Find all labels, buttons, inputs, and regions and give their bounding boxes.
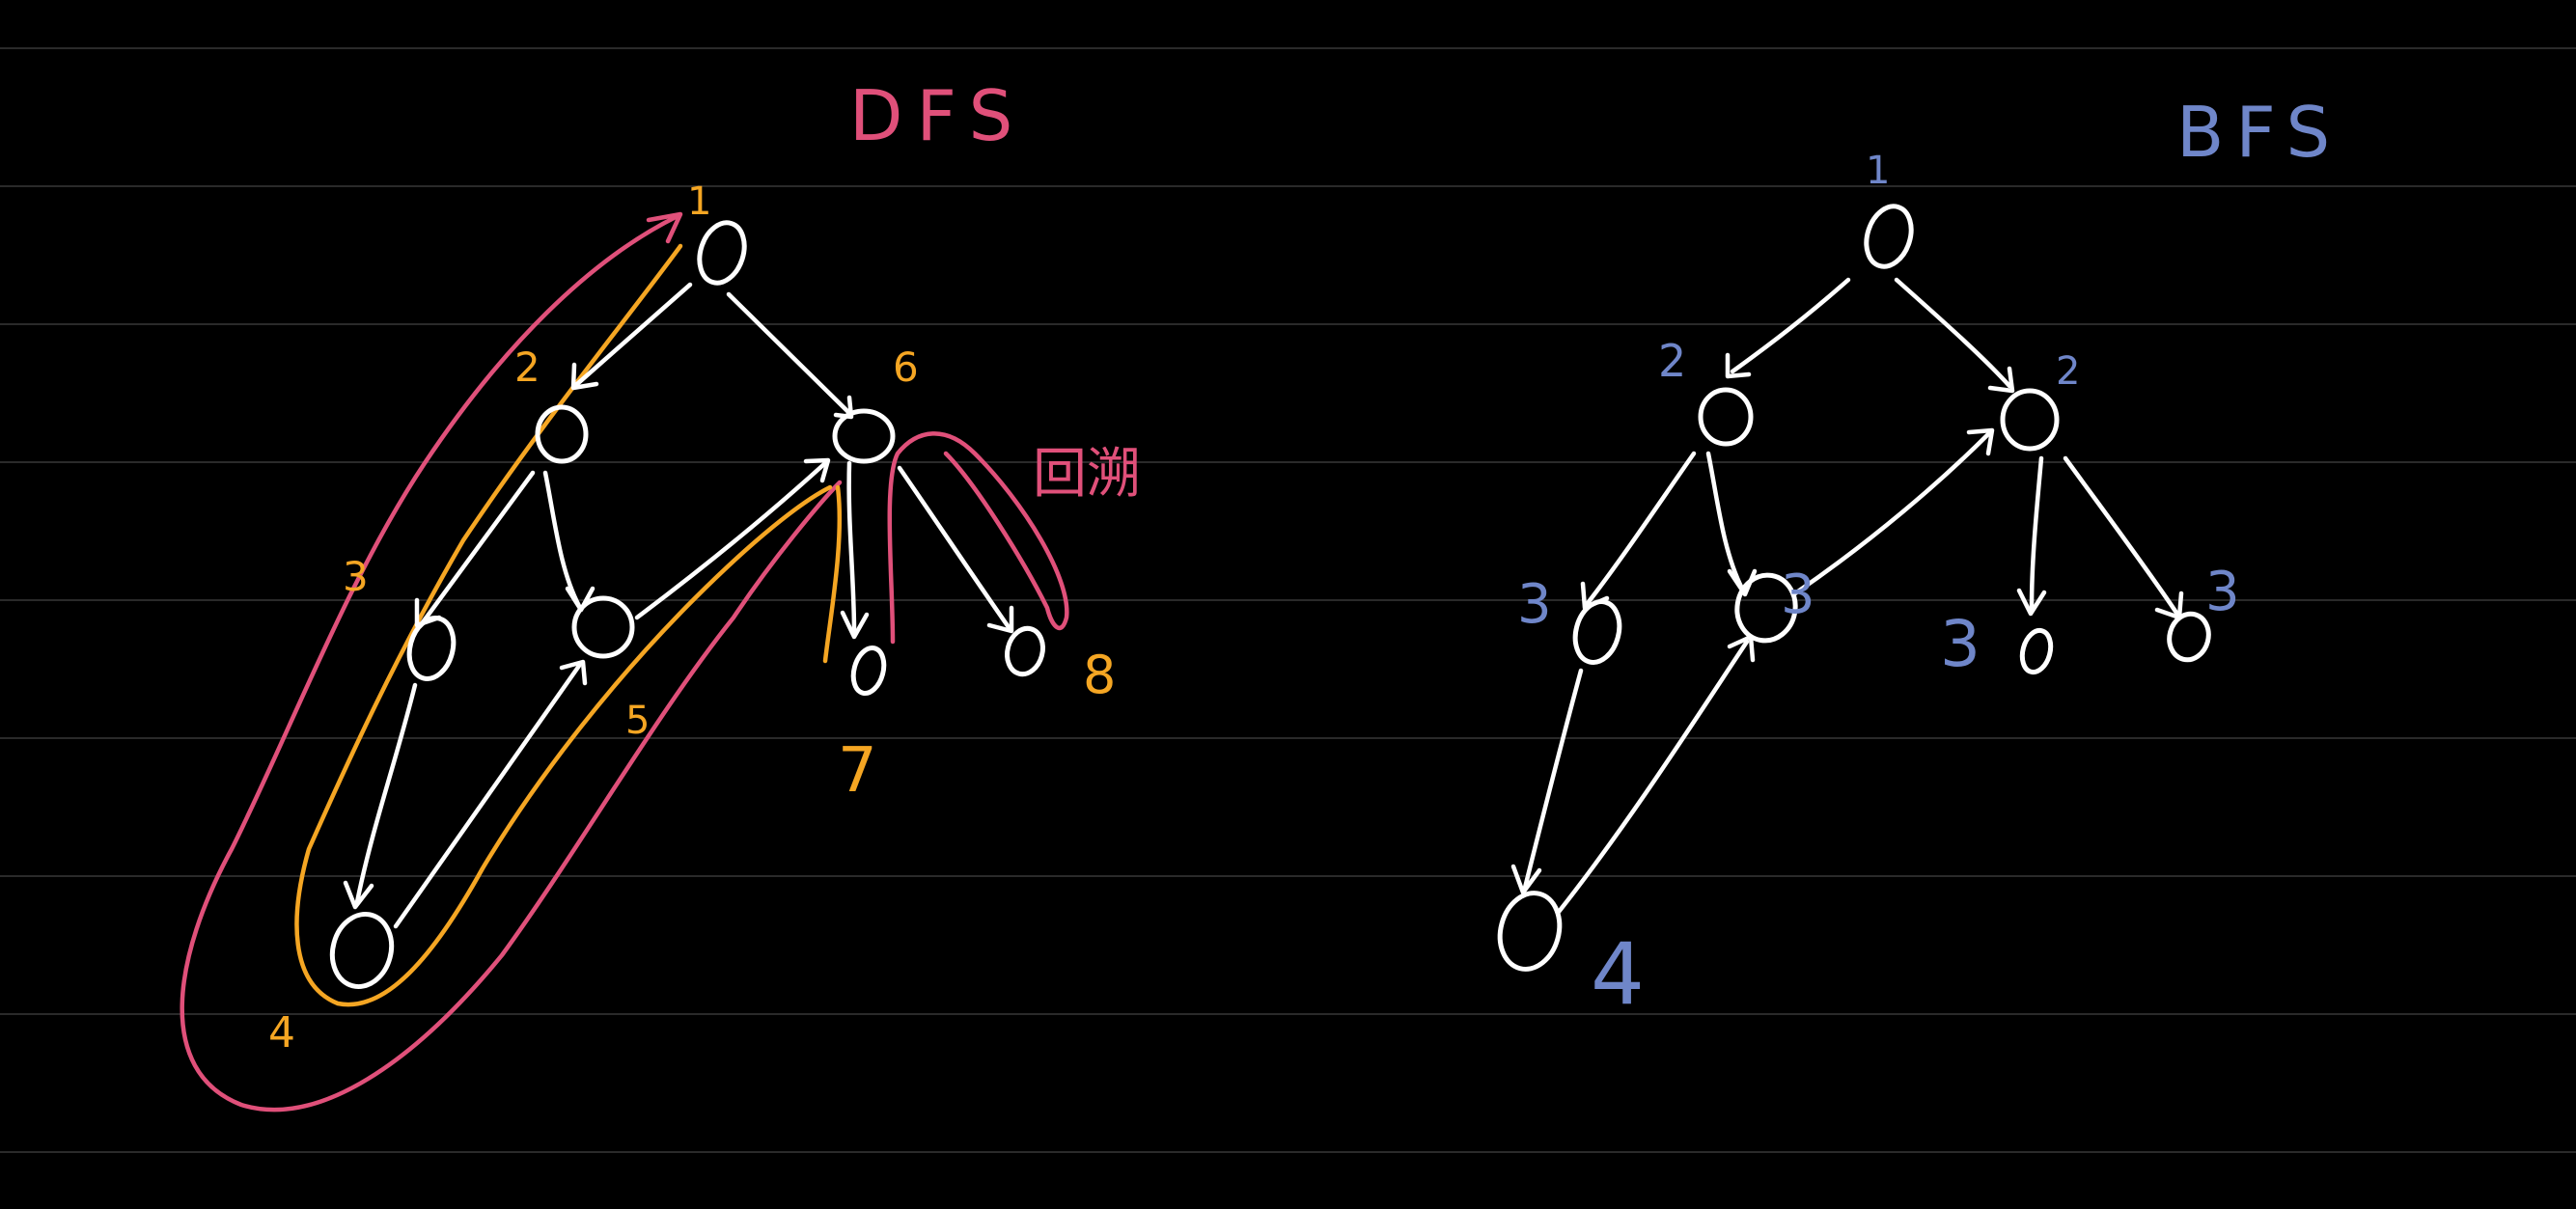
dfs-node-3 [406,616,457,681]
dfs-node-7 [850,645,887,697]
bfs-edge-3a-4-arrowhead [1510,864,1542,895]
dfs-edge-6-7-arrowhead [840,610,870,640]
bfs-level-label: 1 [1866,149,1890,193]
bfs-level-label: 3 [1940,607,1980,681]
dfs-orange-right-branch [822,484,843,664]
dfs-order-label: 3 [343,553,369,600]
bfs-edge-3b-2right-arrowhead [1966,427,1995,456]
dfs-order-label: 2 [514,343,540,391]
dfs-edge-4-5 [393,663,582,929]
dfs-edge-5-6 [634,460,828,620]
bfs-edge-2left-3b [1705,451,1745,591]
dfs-edge-3-4 [354,682,418,905]
dfs-title: DFS [849,75,1026,156]
ruled-lines [0,47,2576,1153]
dfs-order-label: 6 [893,343,919,391]
bfs-node-root [1864,204,1914,269]
dfs-edge-6-8-arrowhead [986,605,1014,634]
bfs-node-level3-c [2019,627,2054,675]
bfs-level-label: 2 [1658,335,1686,387]
bfs-edge-2left-3a [1585,451,1697,606]
dfs-edge-2-5 [542,470,582,609]
dfs-outer-loop-arrowhead [646,211,683,244]
dfs-node-4 [329,911,395,990]
bfs-edge-1-2left-arrowhead [1725,352,1752,379]
bfs-edge-1-2right-arrowhead [1987,366,2015,394]
dfs-edge-3-4-arrowhead [343,880,374,910]
dfs-edge-4-5-arrowhead [559,659,588,686]
dfs-order-label: 7 [838,735,877,807]
dfs-node-6 [832,408,896,464]
dfs-edge-2-3 [420,470,536,625]
bfs-level-label: 3 [2205,561,2240,623]
bfs-edge-2right-3c-arrowhead [2016,588,2047,617]
dfs-node-1 [697,220,747,286]
bfs-edge-3a-4 [1522,668,1584,891]
dfs-edge-1-6-arrowhead [833,395,854,420]
bfs-node-level2-right [2000,388,2060,452]
bfs-node-level2-left [1698,387,1754,447]
bfs-level-label: 3 [1517,573,1552,636]
bfs-level-label: 2 [2056,349,2080,394]
bfs-level-label: 3 [1781,563,1815,626]
bfs-node-level4 [1497,891,1563,972]
dfs-order-label: 1 [687,179,711,224]
dfs-edge-6-7 [846,460,857,635]
bfs-node-level3-d [2167,611,2211,663]
dfs-order-label: 8 [1083,645,1116,705]
dfs-edge-6-8 [897,465,1011,630]
bfs-node-level3-b [1734,572,1798,644]
dfs-edge-5-6-arrowhead [803,457,831,483]
bfs-edge-4-3b [1556,639,1750,915]
dfs-node-8 [1005,625,1045,677]
bfs-title: BFS [2176,92,2341,173]
dfs-inner-traversal-loop [294,243,833,1007]
dfs-node-2 [535,404,589,464]
bfs-level-label: 4 [1591,924,1645,1024]
bfs-edge-2right-3d [2063,455,2179,616]
dfs-edge-1-2-arrowhead [570,362,599,391]
bfs-edge-2right-3c [2029,455,2044,611]
bfs-edge-3b-2right [1792,431,1991,596]
bfs-edge-1-2right [1894,277,2012,389]
dfs-edge-1-2 [574,282,693,387]
dfs-backtrack-label: 回溯 [1033,443,1141,506]
dfs-order-label: 5 [625,699,650,743]
bfs-node-level3-a [1572,599,1622,665]
dfs-node-5 [571,595,635,659]
dfs-diagram: DFS 回溯 1 2 3 4 5 6 7 8 [180,75,1141,1113]
bfs-edge-1-2left [1730,277,1851,374]
dfs-edge-1-6 [726,291,852,416]
dfs-backtrack-arc [887,431,1069,645]
dfs-outer-traversal-loop [180,214,843,1113]
bfs-diagram: BFS 1 2 2 3 3 3 3 4 [1497,92,2341,1024]
dfs-order-label: 4 [268,1008,295,1058]
